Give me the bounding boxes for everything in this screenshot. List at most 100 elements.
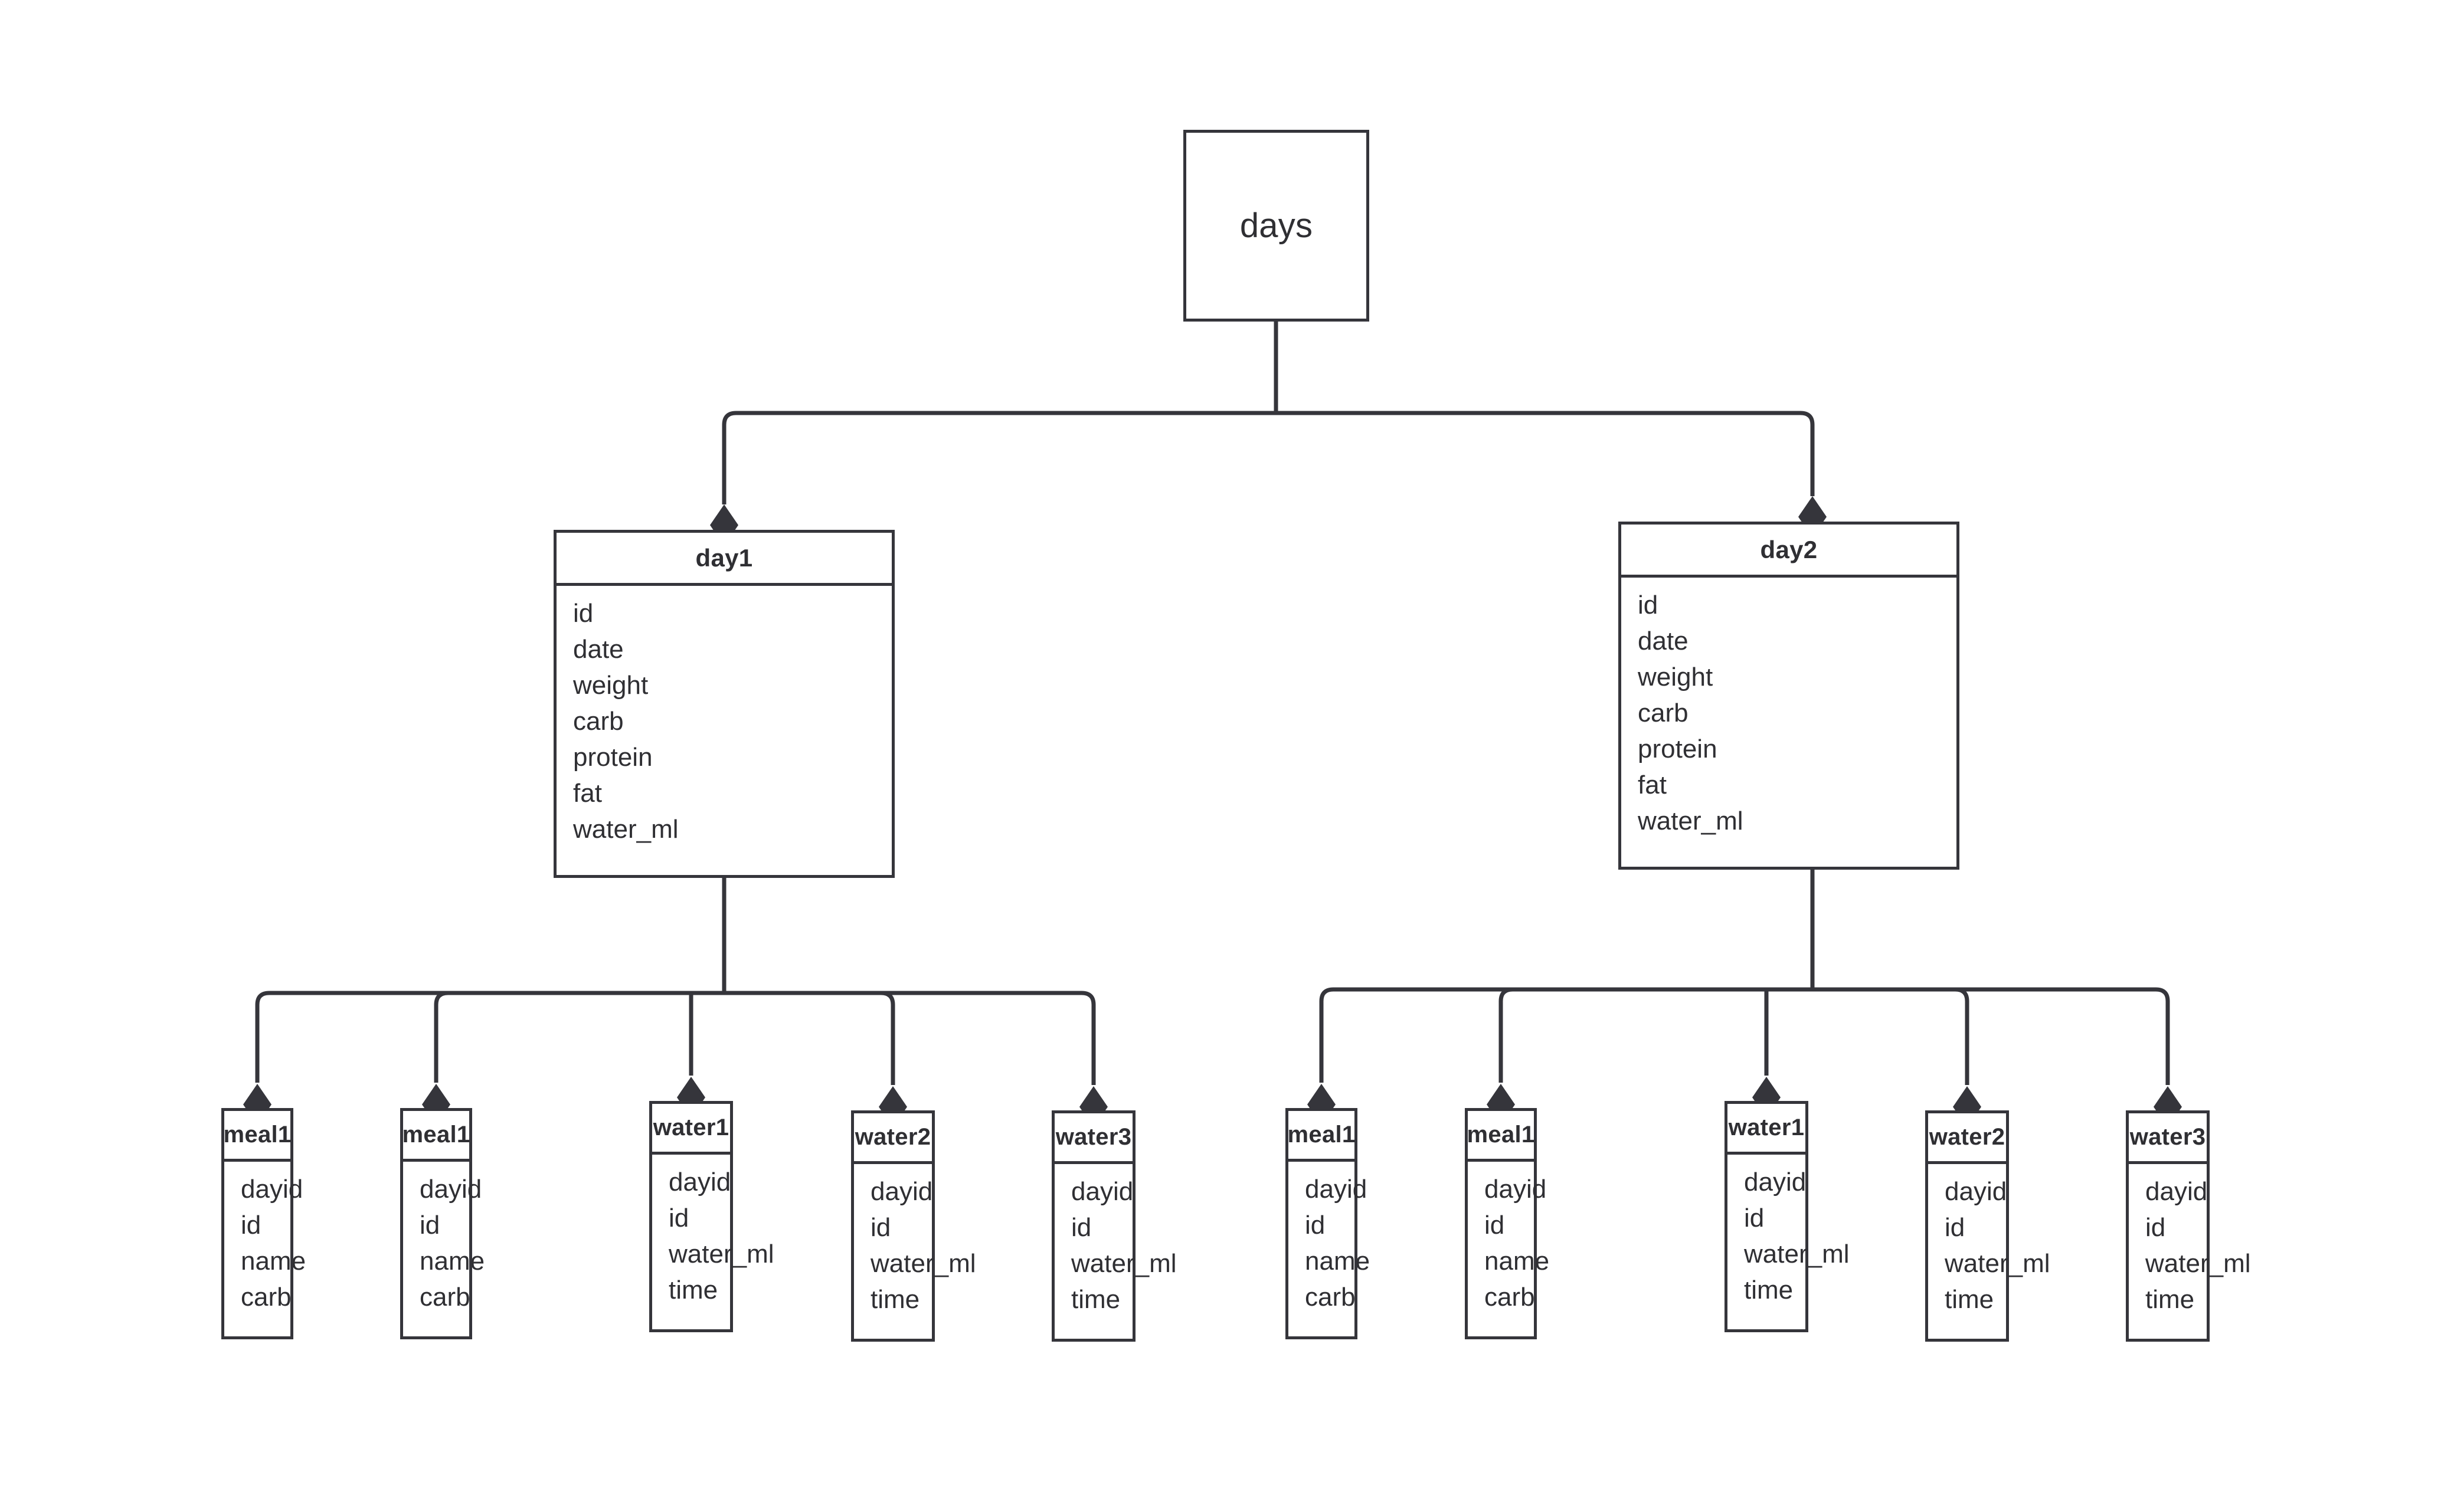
attribute-row: carb	[573, 707, 624, 736]
attribute-row: dayid	[1071, 1177, 1134, 1206]
attribute-row: name	[1484, 1247, 1550, 1276]
attribute-row: carb	[1638, 699, 1689, 727]
entity-title-days: days	[1239, 207, 1313, 245]
entity-node-left-water3[interactable]: water3 dayid id water_ml time	[1052, 1110, 1177, 1342]
entity-title-right-water1: water1	[1728, 1115, 1805, 1140]
entity-attributes-left-meal1-b: dayid id name carb	[403, 1162, 485, 1315]
entity-attributes-right-water1: dayid id water_ml time	[1727, 1155, 1850, 1308]
entity-title-left-meal1-a: meal1	[223, 1122, 292, 1148]
attribute-row: carb	[1484, 1283, 1535, 1312]
attribute-row: fat	[573, 779, 602, 808]
edge-day1-to-leaf1	[255, 991, 724, 1083]
attribute-row: id	[1744, 1204, 1765, 1233]
entity-node-left-water2[interactable]: water2 dayid id water_ml time	[851, 1110, 976, 1342]
attribute-row: protein	[1638, 735, 1717, 763]
entity-title-left-meal1-b: meal1	[402, 1122, 470, 1148]
entity-header-left-meal1-b: meal1	[402, 1111, 470, 1162]
attribute-row: time	[2145, 1285, 2195, 1314]
entity-node-right-water2[interactable]: water2 dayid id water_ml time	[1925, 1110, 2050, 1342]
attribute-row: water_ml	[1071, 1249, 1177, 1278]
entity-node-left-meal1-b[interactable]: meal1 dayid id name carb	[400, 1108, 485, 1339]
edge-day2-to-leaf3	[1764, 987, 1812, 1076]
attribute-row: id	[1484, 1211, 1505, 1240]
entity-title-right-meal1-b: meal1	[1467, 1122, 1535, 1148]
attribute-row: time	[1071, 1285, 1121, 1314]
attribute-row: time	[1945, 1285, 1994, 1314]
edge-day2-to-leaf5	[1812, 987, 2170, 1085]
entity-header-left-water3: water3	[1055, 1113, 1133, 1164]
entity-title-left-water2: water2	[855, 1124, 931, 1150]
entity-attributes-left-water3: dayid id water_ml time	[1055, 1164, 1177, 1317]
entity-title-right-meal1-a: meal1	[1287, 1122, 1356, 1148]
attribute-row: date	[573, 635, 624, 664]
attribute-row: id	[1945, 1213, 1965, 1242]
attribute-row: id	[1638, 591, 1658, 620]
attribute-row: water_ml	[573, 815, 679, 844]
entity-node-right-meal1-a[interactable]: meal1 dayid id name carb	[1285, 1108, 1370, 1339]
entity-node-right-meal1-b[interactable]: meal1 dayid id name carb	[1465, 1108, 1550, 1339]
edge-day2-to-leaf4	[1812, 987, 1969, 1085]
entity-node-right-water3[interactable]: water3 dayid id water_ml time	[2126, 1110, 2251, 1342]
entity-title-left-water1: water1	[653, 1115, 729, 1140]
edge-day2-to-leaf2	[1498, 987, 1812, 1083]
attribute-row: dayid	[2145, 1177, 2208, 1206]
entity-node-day1[interactable]: day1 id date weight carb protein fat wat…	[554, 530, 895, 878]
attribute-row: water_ml	[1744, 1240, 1850, 1269]
attribute-row: name	[420, 1247, 485, 1276]
entity-header-right-water2: water2	[1928, 1113, 2006, 1164]
entity-node-left-meal1-a[interactable]: meal1 dayid id name carb	[221, 1108, 306, 1339]
attribute-row: id	[871, 1213, 891, 1242]
entity-header-left-water1: water1	[652, 1104, 730, 1155]
edge-day1-to-leaf5	[724, 991, 1096, 1085]
entity-attributes-left-water1: dayid id water_ml time	[652, 1155, 774, 1308]
attribute-row: id	[1305, 1211, 1326, 1240]
entity-header-right-water1: water1	[1727, 1104, 1805, 1155]
edge-day1-to-leaf2	[434, 991, 724, 1083]
attribute-row: dayid	[871, 1177, 933, 1206]
attribute-row: time	[669, 1276, 718, 1304]
edge-day2-to-leaf1	[1319, 987, 1812, 1083]
entity-attributes-left-water2: dayid id water_ml time	[854, 1164, 976, 1317]
attribute-row: time	[1744, 1276, 1794, 1304]
entity-title-right-water2: water2	[1929, 1124, 2005, 1150]
entity-header-right-meal1-a: meal1	[1287, 1111, 1356, 1162]
attribute-row: id	[2145, 1213, 2166, 1242]
attribute-row: id	[241, 1211, 261, 1240]
entity-attributes-right-meal1-b: dayid id name carb	[1468, 1162, 1550, 1315]
entity-node-day2[interactable]: day2 id date weight carb protein fat wat…	[1618, 522, 1959, 870]
entity-header-day2: day2	[1621, 525, 1956, 578]
attribute-row: carb	[420, 1283, 470, 1312]
entity-attributes-right-water3: dayid id water_ml time	[2129, 1164, 2251, 1317]
entity-attributes-day2: id date weight carb protein fat water_ml	[1621, 578, 1956, 839]
entity-attributes-right-water2: dayid id water_ml time	[1928, 1164, 2050, 1317]
edge-days-to-day2	[1276, 411, 1815, 496]
attribute-row: water_ml	[1638, 807, 1743, 835]
entity-attributes-day1: id date weight carb protein fat water_ml	[557, 586, 892, 847]
entity-header-right-meal1-b: meal1	[1467, 1111, 1535, 1162]
entity-header-right-water3: water3	[2129, 1113, 2207, 1164]
entity-node-right-water1[interactable]: water1 dayid id water_ml time	[1725, 1101, 1850, 1332]
attribute-row: carb	[1305, 1283, 1356, 1312]
entity-attributes-left-meal1-a: dayid id name carb	[224, 1162, 306, 1315]
attribute-row: carb	[241, 1283, 292, 1312]
attribute-row: id	[1071, 1213, 1092, 1242]
attribute-row: time	[871, 1285, 920, 1314]
attribute-row: fat	[1638, 771, 1667, 799]
attribute-row: dayid	[241, 1175, 303, 1204]
attribute-row: id	[573, 599, 594, 628]
attribute-row: water_ml	[871, 1249, 976, 1278]
entity-node-days[interactable]: days	[1183, 130, 1369, 322]
entity-title-day1: day1	[695, 543, 753, 572]
attribute-row: id	[669, 1204, 689, 1233]
entity-title-day2: day2	[1760, 535, 1818, 563]
attribute-row: name	[1305, 1247, 1370, 1276]
entity-node-left-water1[interactable]: water1 dayid id water_ml time	[649, 1101, 774, 1332]
attribute-row: dayid	[420, 1175, 482, 1204]
attribute-row: protein	[573, 743, 653, 772]
attribute-row: date	[1638, 627, 1689, 655]
entity-title-right-water3: water3	[2129, 1124, 2206, 1150]
attribute-row: dayid	[669, 1168, 731, 1197]
entity-attributes-right-meal1-a: dayid id name carb	[1288, 1162, 1370, 1315]
attribute-row: dayid	[1744, 1168, 1807, 1197]
